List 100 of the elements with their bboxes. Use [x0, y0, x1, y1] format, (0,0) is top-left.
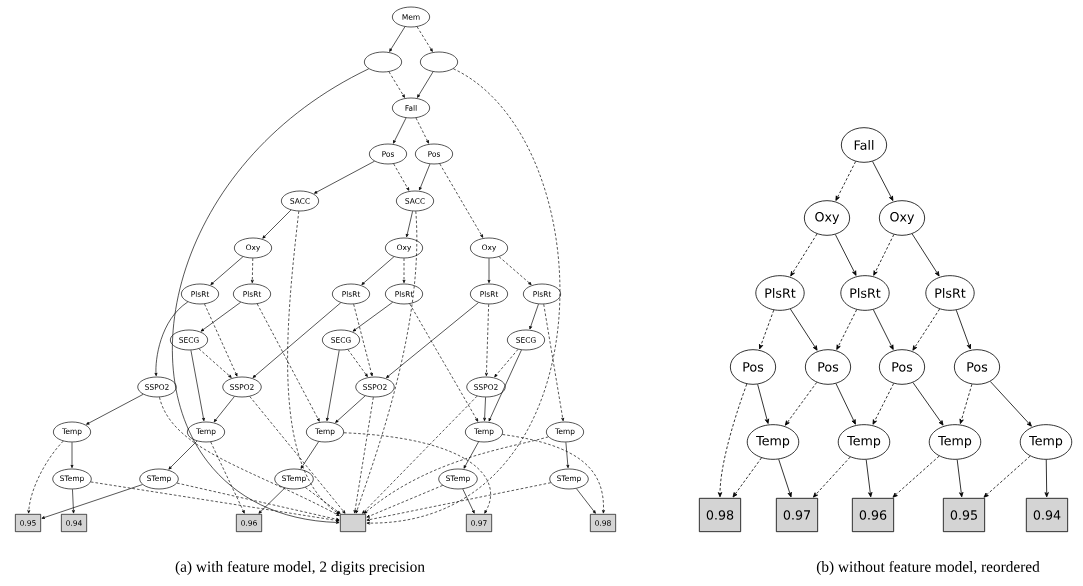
arrow [543, 303, 565, 422]
arrow [386, 302, 479, 379]
arrow [485, 304, 489, 377]
caption: (b) without feature model, reordered [816, 560, 1040, 575]
arrow [366, 485, 443, 518]
arrow [834, 234, 857, 276]
arrow [483, 397, 487, 422]
result-box: 0.94 [1025, 497, 1069, 533]
arrow [415, 117, 429, 144]
arrow [462, 488, 475, 514]
arrow [529, 303, 539, 330]
feature-node: Oxy [878, 200, 926, 236]
arrow [757, 383, 770, 424]
arrow [204, 303, 238, 377]
result-box: 0.98 [698, 497, 742, 533]
arrow [335, 395, 366, 423]
arrow [912, 308, 940, 351]
arrow [409, 303, 479, 422]
arrow [732, 457, 762, 498]
arrow [835, 161, 856, 201]
arrow [159, 396, 340, 516]
caption: (a) with feature model, 2 digits precision [175, 560, 425, 576]
feature-node: Fall [840, 127, 888, 163]
arrow [200, 301, 241, 332]
arrow [865, 459, 873, 498]
arrow [198, 348, 232, 378]
arrow [956, 459, 964, 498]
arrow [190, 349, 205, 422]
arrow [213, 396, 235, 423]
arrow [258, 487, 286, 514]
arrow [388, 71, 405, 98]
arrow [416, 26, 433, 52]
result-box [340, 514, 366, 532]
feature-node: Pos [953, 349, 1001, 385]
arrow [873, 234, 895, 276]
arrow [353, 396, 374, 514]
feature-node: PlsRt [925, 275, 975, 311]
feature-node: Temp [837, 424, 891, 460]
arrow [250, 258, 254, 284]
arrow [154, 301, 189, 377]
arrow [355, 211, 418, 514]
feature-node: Temp [746, 424, 800, 460]
arrow [249, 396, 346, 514]
arrow [252, 302, 342, 378]
feature-node: Pos [878, 349, 926, 385]
arrow [717, 383, 748, 498]
arrow [168, 440, 198, 470]
arrow [287, 210, 340, 515]
arrow [210, 256, 244, 285]
arrow [784, 382, 818, 426]
arrow [256, 303, 320, 422]
arrow [417, 71, 434, 98]
arrow [419, 163, 431, 191]
arrow [326, 349, 340, 422]
arrow [872, 383, 895, 425]
arrow [494, 349, 519, 378]
arrow [405, 210, 413, 238]
feature-node: Pos [804, 349, 852, 385]
result-box: 0.96 [851, 497, 895, 533]
arrow [892, 455, 940, 498]
arrow [813, 456, 851, 498]
arrow [955, 309, 971, 350]
arrow [366, 68, 560, 525]
arrow [759, 309, 775, 350]
arrow [912, 382, 944, 426]
arrow [439, 163, 484, 238]
arrow [86, 394, 144, 425]
arrow [72, 489, 75, 514]
arrow [352, 301, 393, 332]
arrow [463, 441, 479, 469]
arrow [487, 258, 491, 284]
arrow [911, 233, 940, 277]
feature-node [364, 51, 402, 73]
feature-node [420, 51, 458, 73]
arrow [353, 303, 373, 377]
arrow [872, 309, 894, 350]
arrow [314, 160, 375, 194]
arrow [347, 349, 368, 377]
result-box: 0.97 [775, 497, 819, 533]
arrow [498, 256, 532, 285]
feature-node: Temp [1019, 424, 1073, 460]
feature-node: Oxy [803, 200, 851, 236]
arrow [402, 258, 406, 284]
arrow [70, 442, 74, 469]
arrow [176, 482, 340, 521]
arrow [872, 161, 894, 201]
arrow [343, 432, 491, 514]
arrow [172, 68, 370, 524]
arrow [778, 458, 792, 498]
arrow [790, 308, 818, 351]
feature-node: Pos [729, 349, 777, 385]
arrow [989, 381, 1032, 427]
arrow [488, 349, 522, 422]
arrow [364, 436, 549, 514]
arrow [835, 383, 856, 425]
arrow [389, 26, 406, 52]
arrow [366, 482, 552, 522]
arrow [836, 309, 858, 350]
feature-node: PlsRt [840, 275, 890, 311]
arrow [393, 117, 407, 144]
